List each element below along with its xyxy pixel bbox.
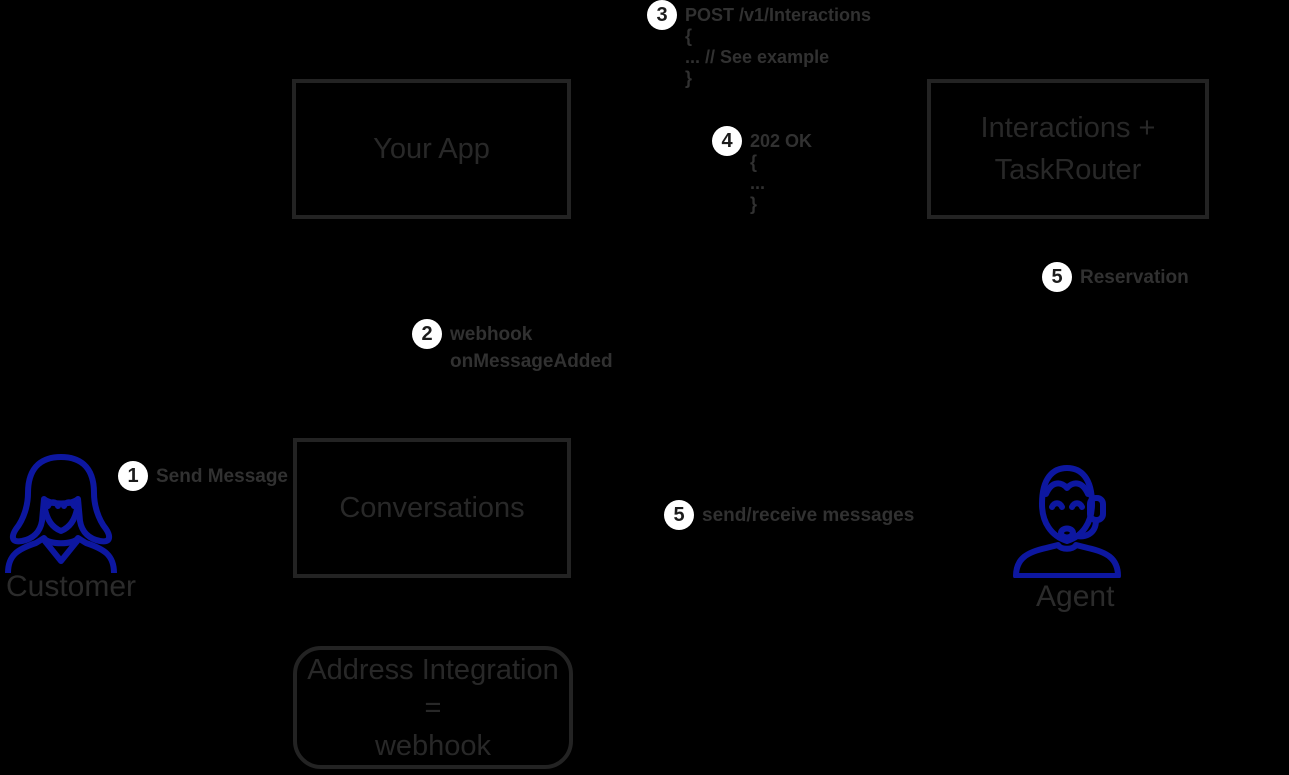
step-5-reservation: 5 Reservation xyxy=(1042,262,1189,292)
step-5-reservation-label: Reservation xyxy=(1080,267,1189,288)
step-4-code-line4: } xyxy=(750,194,758,214)
step-4-number-badge: 4 xyxy=(712,126,742,156)
customer-label: Customer xyxy=(6,570,137,603)
step-4-code-line3: ... xyxy=(750,173,766,193)
step-4-code-line1: 202 OK xyxy=(750,131,813,151)
address-integration-webhook-box: Address Integration = webhook xyxy=(293,646,573,769)
step-3-code-line4: } xyxy=(685,68,693,88)
step-4-202-ok: 4 202 OK { ... } xyxy=(712,126,812,215)
step-1-label: Send Message xyxy=(156,466,288,487)
your-app-box: Your App xyxy=(292,79,571,219)
step-2-label-line2: onMessageAdded xyxy=(450,351,613,372)
step-3-code-line2: { xyxy=(685,26,693,46)
interactions-taskrouter-label-line1: Interactions + xyxy=(980,112,1156,144)
interactions-taskrouter-box: Interactions + TaskRouter xyxy=(927,79,1209,219)
address-integration-label-line1: Address Integration = xyxy=(307,653,559,724)
address-integration-label-line2: webhook xyxy=(374,729,492,762)
step-3-post-interactions: 3 POST /v1/Interactions { ... // See exa… xyxy=(647,0,871,89)
customer-person-icon xyxy=(5,454,117,573)
step-5-send-receive-number-badge: 5 xyxy=(664,500,694,530)
agent-label: Agent xyxy=(1036,580,1115,613)
step-2-webhook: 2 webhook onMessageAdded xyxy=(412,319,613,375)
interactions-taskrouter-label-line2: TaskRouter xyxy=(994,154,1142,186)
conversations-box: Conversations xyxy=(293,438,571,578)
step-1-number-badge: 1 xyxy=(118,461,148,491)
conversations-label: Conversations xyxy=(339,491,525,524)
step-1-send-message: 1 Send Message xyxy=(118,461,288,491)
step-4-code-line2: { xyxy=(750,152,758,172)
step-3-number-badge: 3 xyxy=(647,0,677,30)
step-5-send-receive-label: send/receive messages xyxy=(702,505,915,526)
step-5-reservation-number-badge: 5 xyxy=(1042,262,1072,292)
step-5-send-receive-messages: 5 send/receive messages xyxy=(664,500,914,530)
step-3-code-line1: POST /v1/Interactions xyxy=(685,5,872,25)
your-app-label: Your App xyxy=(373,132,490,165)
step-2-label-line1: webhook xyxy=(450,324,533,345)
agent-headset-icon xyxy=(1013,465,1121,578)
step-3-code-line3: ... // See example xyxy=(685,47,830,67)
step-2-number-badge: 2 xyxy=(412,319,442,349)
